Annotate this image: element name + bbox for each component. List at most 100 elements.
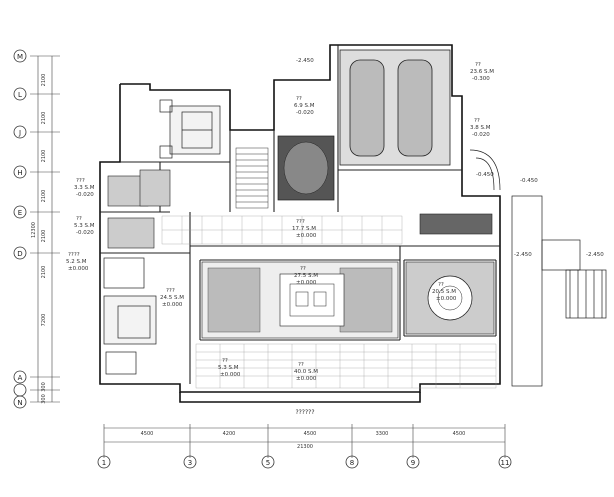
bottom-dim-3: 4500 bbox=[304, 431, 317, 437]
guest-bedroom-furniture bbox=[103, 257, 157, 375]
room-label-wardrobe: ???? 5.2 S.M ±0.000 bbox=[66, 252, 89, 272]
level-mark-1: -0.450 bbox=[520, 178, 538, 184]
room-label-wc-1: ??? 3.3 S.M -0.020 bbox=[74, 178, 95, 198]
room-code: ??? bbox=[166, 288, 175, 294]
axis-label-1: 1 bbox=[102, 459, 106, 467]
corridor-tiles bbox=[161, 215, 403, 245]
left-dim-total: 12300 bbox=[31, 222, 37, 238]
room-level: -0.020 bbox=[76, 192, 94, 198]
foyer-rug bbox=[277, 135, 335, 201]
left-dim-2: 2100 bbox=[41, 112, 47, 125]
room-area: 20.5 S.M bbox=[432, 289, 456, 295]
room-label-guest-bedroom: ??? 24.5 S.M ±0.000 bbox=[160, 288, 184, 308]
axis-label-d: D bbox=[17, 250, 22, 258]
room-label-corridor: ??? 17.7 S.M ±0.000 bbox=[292, 219, 317, 239]
room-code: ?? bbox=[296, 96, 302, 102]
room-level: ±0.000 bbox=[436, 296, 457, 302]
exterior-walls bbox=[99, 44, 501, 403]
left-dimension-line bbox=[30, 55, 60, 403]
room-level: ±0.000 bbox=[162, 302, 183, 308]
room-level: -0.020 bbox=[76, 230, 94, 236]
room-level: -0.300 bbox=[472, 76, 490, 82]
room-area: 24.5 S.M bbox=[160, 295, 184, 301]
room-code: ?? bbox=[474, 118, 480, 124]
room-level: ±0.000 bbox=[296, 280, 317, 286]
room-label-wc-2: ?? 5.3 S.M -0.020 bbox=[74, 216, 95, 236]
room-code: ???? bbox=[68, 252, 80, 258]
room-label-store: ?? 3.8 S.M -0.020 bbox=[470, 118, 491, 138]
room-level: ±0.000 bbox=[296, 376, 317, 382]
kitchen-counter bbox=[419, 213, 493, 235]
left-dim-9: 300 bbox=[41, 394, 47, 404]
bottom-dim-5: 4500 bbox=[453, 431, 466, 437]
axis-bubble-n bbox=[13, 395, 27, 409]
axis-bubble-m bbox=[13, 49, 27, 63]
room-area: 3.3 S.M bbox=[74, 185, 95, 191]
axis-bubble-e bbox=[13, 205, 27, 219]
room-label-powder: ?? 5.3 S.M ±0.000 bbox=[218, 358, 241, 378]
left-dim-8: 300 bbox=[41, 382, 47, 392]
dining-room bbox=[405, 261, 495, 335]
room-area: 5.3 S.M bbox=[218, 365, 239, 371]
room-code: ??? bbox=[76, 178, 85, 184]
axis-label-h: H bbox=[17, 169, 22, 177]
room-label-dining: ?? 20.5 S.M ±0.000 bbox=[432, 282, 457, 302]
room-code: ??? bbox=[296, 219, 305, 225]
room-code: ?? bbox=[475, 62, 481, 68]
room-level: -0.020 bbox=[296, 110, 314, 116]
room-area: 40.0 S.M bbox=[294, 369, 318, 375]
bottom-dimension-line bbox=[103, 424, 506, 458]
room-code: ?? bbox=[438, 282, 444, 288]
bottom-dim-4: 3300 bbox=[376, 431, 389, 437]
level-mark-3: -2.450 bbox=[586, 252, 604, 258]
axis-label-l: L bbox=[18, 91, 22, 99]
room-area: 5.2 S.M bbox=[66, 259, 87, 265]
bottom-dim-total: 21300 bbox=[297, 444, 313, 450]
room-level: ±0.000 bbox=[296, 233, 317, 239]
axis-bubble-j bbox=[13, 125, 27, 139]
axis-label-8: 8 bbox=[350, 459, 354, 467]
room-area: 3.8 S.M bbox=[470, 125, 491, 131]
axis-label-j: J bbox=[18, 129, 21, 137]
left-dim-4: 2100 bbox=[41, 190, 47, 203]
room-area: 27.5 S.M bbox=[294, 273, 318, 279]
terrace-paving bbox=[195, 343, 497, 389]
master-bedroom-furniture bbox=[159, 99, 221, 159]
room-level: -0.020 bbox=[472, 132, 490, 138]
axis-bubble-l bbox=[13, 87, 27, 101]
axis-label-11: 11 bbox=[501, 459, 510, 467]
room-label-upper-hall: ?? 6.9 S.M -0.020 bbox=[294, 96, 315, 116]
axis-label-a: A bbox=[18, 374, 23, 382]
room-area: 6.9 S.M bbox=[294, 103, 315, 109]
bathrooms bbox=[107, 169, 171, 249]
room-level: ±0.000 bbox=[220, 372, 241, 378]
room-label-living: ?? 27.5 S.M ±0.000 bbox=[294, 266, 318, 286]
left-dim-5: 2100 bbox=[41, 230, 47, 243]
left-dim-3: 2100 bbox=[41, 150, 47, 163]
axis-label-5: 5 bbox=[266, 459, 270, 467]
room-code: ?? bbox=[300, 266, 306, 272]
living-room bbox=[201, 261, 399, 339]
garage-area bbox=[339, 49, 451, 166]
left-dim-1: 2100 bbox=[41, 74, 47, 87]
room-area: 5.3 S.M bbox=[74, 223, 95, 229]
room-label-garage: ?? 23.6 S.M -0.300 bbox=[470, 62, 494, 82]
left-dim-6: 2100 bbox=[41, 266, 47, 279]
axis-label-3: 3 bbox=[188, 459, 192, 467]
room-area: 23.6 S.M bbox=[470, 69, 494, 75]
axis-bubble-h bbox=[13, 165, 27, 179]
exterior-stairs bbox=[469, 149, 607, 387]
bottom-dim-1: 4500 bbox=[141, 431, 154, 437]
room-area: 17.7 S.M bbox=[292, 226, 316, 232]
axis-label-9: 9 bbox=[411, 459, 415, 467]
bottom-axis-grid bbox=[97, 455, 512, 469]
axis-label-n: N bbox=[17, 399, 22, 407]
room-label-terrace: ?? 40.0 S.M ±0.000 bbox=[294, 362, 318, 382]
axis-label-e: E bbox=[18, 209, 22, 217]
level-mark-5: -0.450 bbox=[476, 172, 494, 178]
axis-bubble-d bbox=[13, 246, 27, 260]
left-axis-grid bbox=[13, 49, 27, 409]
staircase bbox=[235, 147, 269, 209]
axis-label-m: M bbox=[17, 53, 23, 61]
